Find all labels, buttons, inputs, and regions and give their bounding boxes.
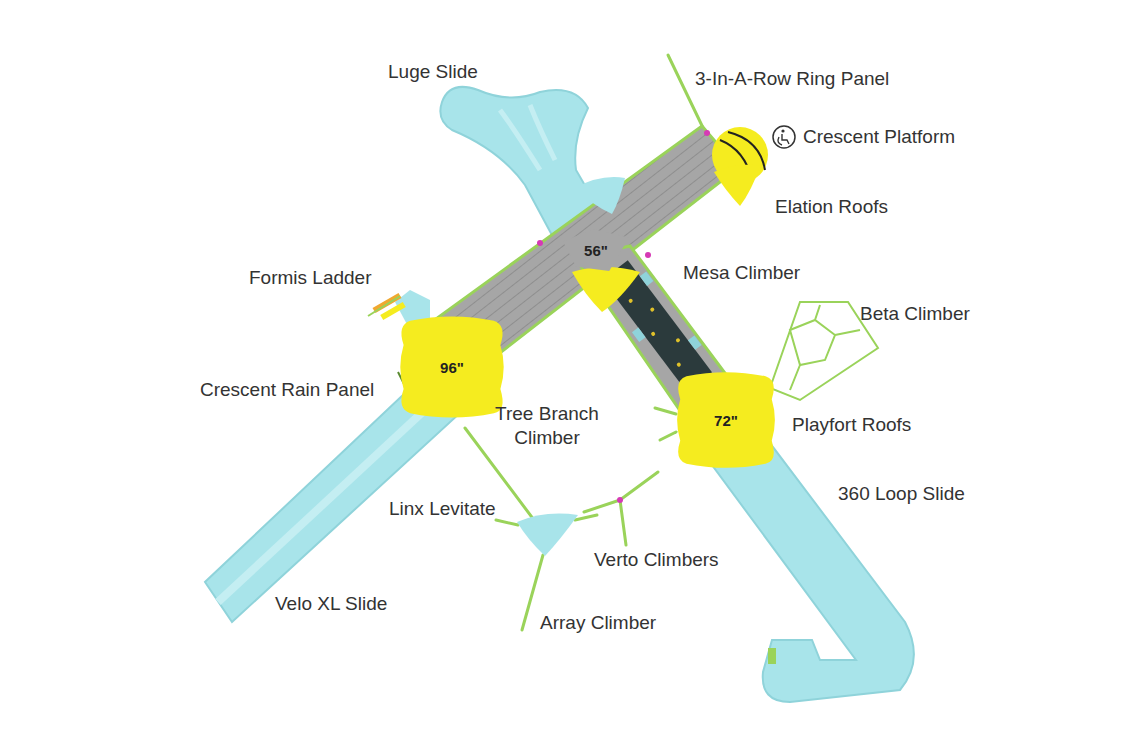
part-name: Elation Roofs [775, 195, 888, 219]
roof-dimension: 96" [397, 312, 507, 422]
deck-dimension: 56" [563, 229, 629, 271]
part-name: Mesa Climber [683, 261, 800, 285]
part-name: Linx Levitate [389, 497, 496, 521]
elation-roof [714, 165, 760, 206]
part-name: Formis Ladder [249, 266, 372, 290]
height-callout: 56" [584, 242, 608, 259]
part-name: Beta Climber [860, 302, 970, 326]
accessibility-icon [773, 126, 795, 148]
part-name: Verto Climbers [594, 548, 719, 572]
roof-triangle [517, 514, 578, 556]
part-name: Velo XL Slide [275, 592, 387, 616]
part-name: Crescent Rain Panel [200, 378, 374, 402]
part-name: Tree Branch Climber [488, 402, 606, 450]
part-name: Crescent Platform [803, 125, 955, 149]
height-callout: 96" [440, 359, 464, 376]
part-name: Luge Slide [388, 60, 478, 84]
part-name: Array Climber [540, 611, 656, 635]
roof-dimension: 72" [674, 368, 778, 472]
elation-roof [572, 267, 640, 312]
part-name: 3-In-A-Row Ring Panel [695, 67, 889, 91]
part-name: 360 Loop Slide [838, 482, 965, 506]
part-name: Playfort Roofs [792, 413, 911, 437]
slide-foot [768, 648, 776, 664]
roof-triangle [575, 177, 625, 214]
luge-ridges [500, 105, 555, 170]
height-callout: 72" [714, 412, 738, 429]
